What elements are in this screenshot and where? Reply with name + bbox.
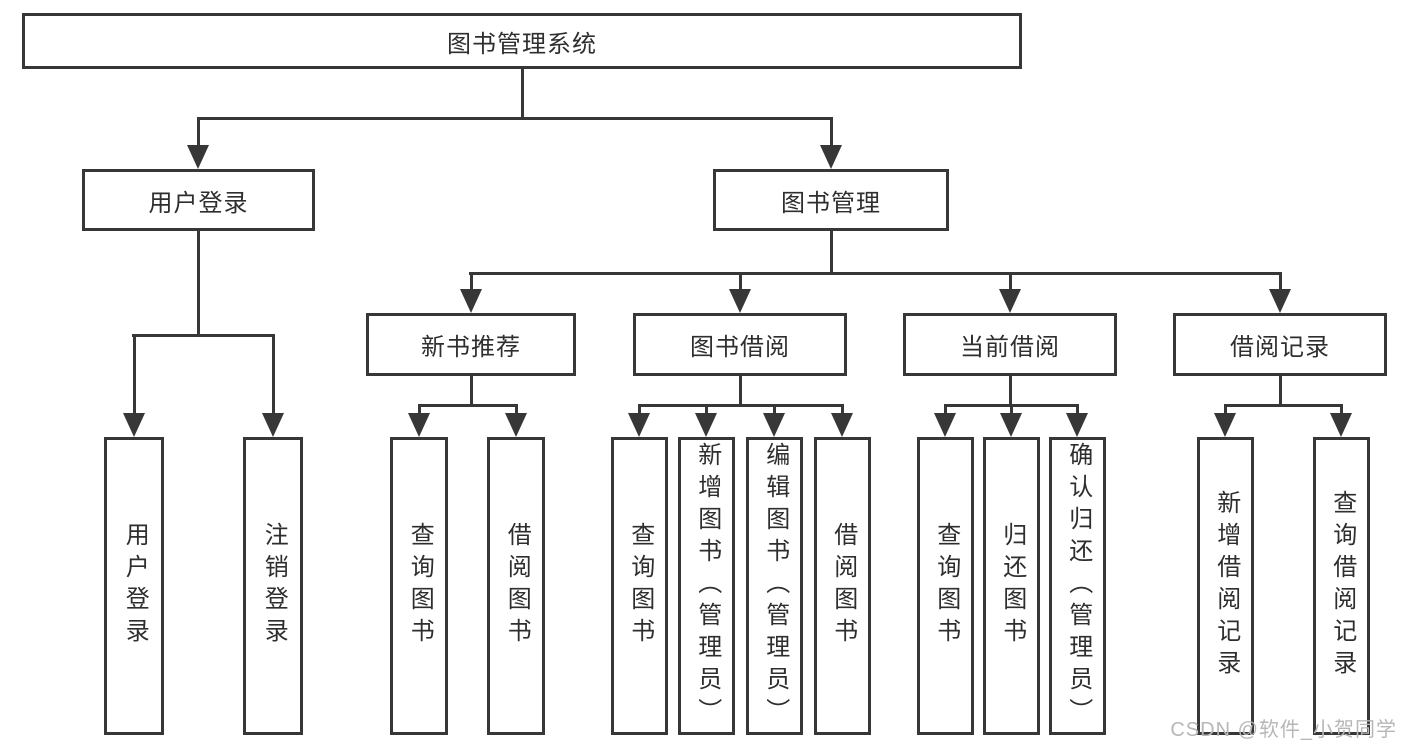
node-book-borrow: 图书借阅 — [633, 313, 847, 376]
node-new-book-recommend: 新书推荐 — [366, 313, 576, 376]
connector — [705, 404, 708, 415]
leaf-cb-return-books-label: 归还图书 — [998, 522, 1026, 650]
leaf-bb-query-books: 查询图书 — [611, 437, 668, 735]
leaf-bb-query-books-label: 查询图书 — [626, 522, 654, 650]
leaf-cb-return-books: 归还图书 — [983, 437, 1040, 735]
node-borrow-records: 借阅记录 — [1173, 313, 1387, 376]
arrowhead — [999, 289, 1021, 313]
connector — [1009, 375, 1012, 406]
connector — [830, 231, 833, 273]
leaf-br-add-record: 新增借阅记录 — [1197, 437, 1254, 735]
connector — [1340, 404, 1343, 415]
connector — [638, 404, 844, 407]
node-current-borrow-label: 当前借阅 — [960, 334, 1060, 361]
leaf-cb-confirm-return-label: 确认归还（管理员） — [1064, 442, 1092, 730]
leaf-logout: 注销登录 — [243, 437, 303, 735]
connector — [1224, 404, 1227, 415]
leaf-bb-add-books-label: 新增图书（管理员） — [693, 442, 721, 730]
arrowhead — [628, 413, 650, 437]
arrowhead — [187, 145, 209, 169]
node-root-label: 图书管理系统 — [447, 30, 597, 58]
connector — [133, 334, 136, 415]
connector — [132, 334, 274, 337]
node-book-borrow-label: 图书借阅 — [690, 334, 790, 361]
connector — [841, 404, 844, 415]
arrowhead — [1000, 413, 1022, 437]
leaf-user-login-label: 用户登录 — [121, 522, 149, 650]
arrowhead — [505, 413, 527, 437]
arrowhead — [831, 413, 853, 437]
node-user-login-label: 用户登录 — [148, 189, 249, 217]
leaf-cb-confirm-return: 确认归还（管理员） — [1049, 437, 1106, 735]
connector — [1076, 404, 1079, 415]
connector — [197, 231, 200, 335]
connector — [1279, 272, 1282, 291]
connector — [521, 68, 524, 118]
connector — [830, 117, 833, 147]
leaf-nb-query-books-label: 查询图书 — [406, 522, 434, 650]
arrowhead — [763, 413, 785, 437]
leaf-nb-query-books: 查询图书 — [390, 437, 448, 735]
connector — [515, 404, 518, 415]
node-root: 图书管理系统 — [22, 13, 1022, 69]
leaf-br-query-record-label: 查询借阅记录 — [1328, 490, 1356, 682]
arrowhead — [1269, 289, 1291, 313]
leaf-nb-borrow-books-label: 借阅图书 — [503, 522, 531, 650]
leaf-cb-query-books-label: 查询图书 — [932, 522, 960, 650]
connector — [470, 375, 473, 406]
connector — [739, 272, 742, 291]
connector — [638, 404, 641, 415]
connector — [1009, 272, 1012, 291]
leaf-bb-add-books: 新增图书（管理员） — [678, 437, 735, 735]
connector — [773, 404, 776, 415]
connector — [469, 272, 1281, 275]
leaf-nb-borrow-books: 借阅图书 — [487, 437, 545, 735]
node-book-management: 图书管理 — [713, 169, 949, 231]
connector — [1010, 404, 1013, 415]
node-current-borrow: 当前借阅 — [903, 313, 1117, 376]
watermark: CSDN @软件_小贺同学 — [1170, 719, 1397, 741]
arrowhead — [408, 413, 430, 437]
arrowhead — [1066, 413, 1088, 437]
node-book-management-label: 图书管理 — [781, 189, 881, 217]
leaf-bb-borrow-books-label: 借阅图书 — [829, 522, 857, 650]
leaf-logout-label: 注销登录 — [260, 522, 288, 650]
connector — [1279, 375, 1282, 406]
leaf-user-login: 用户登录 — [104, 437, 164, 735]
arrowhead — [934, 413, 956, 437]
arrowhead — [262, 413, 284, 437]
connector — [739, 375, 742, 406]
connector — [418, 404, 421, 415]
leaf-cb-query-books: 查询图书 — [917, 437, 974, 735]
arrowhead — [1330, 413, 1352, 437]
leaf-br-add-record-label: 新增借阅记录 — [1212, 490, 1240, 682]
leaf-bb-borrow-books: 借阅图书 — [814, 437, 871, 735]
leaf-bb-edit-books: 编辑图书（管理员） — [746, 437, 803, 735]
connector — [944, 404, 947, 415]
connector — [197, 117, 833, 120]
connector — [470, 272, 473, 291]
arrowhead — [695, 413, 717, 437]
arrowhead — [123, 413, 145, 437]
node-user-login: 用户登录 — [82, 169, 315, 231]
connector — [418, 404, 518, 407]
connector — [197, 117, 200, 147]
arrowhead — [729, 289, 751, 313]
arrowhead — [820, 145, 842, 169]
connector — [1224, 404, 1343, 407]
node-new-book-recommend-label: 新书推荐 — [421, 334, 521, 361]
arrowhead — [1214, 413, 1236, 437]
arrowhead — [460, 289, 482, 313]
leaf-bb-edit-books-label: 编辑图书（管理员） — [761, 442, 789, 730]
leaf-br-query-record: 查询借阅记录 — [1313, 437, 1370, 735]
connector — [272, 334, 275, 415]
node-borrow-records-label: 借阅记录 — [1230, 334, 1330, 361]
